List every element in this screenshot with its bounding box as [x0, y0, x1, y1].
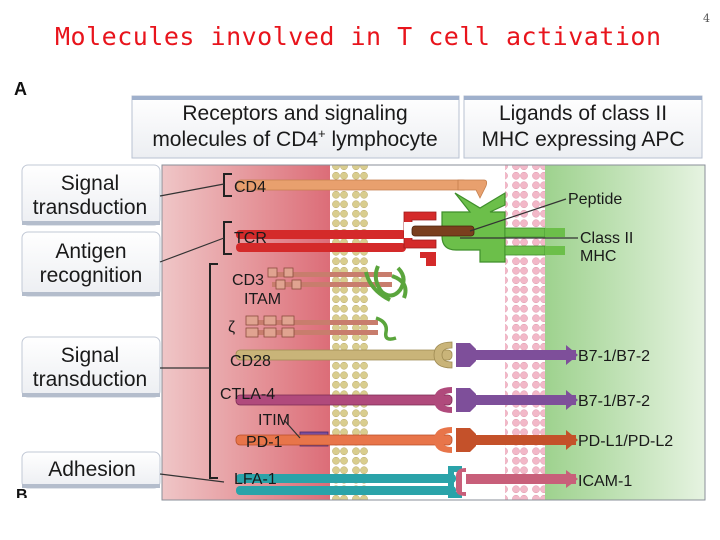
- side-label-signal-transduction-1: Signal transduction: [21, 164, 161, 226]
- label-cd28: CD28: [230, 353, 271, 370]
- side-label-adhesion: Adhesion: [21, 451, 161, 489]
- cd3-molecule: [267, 265, 408, 302]
- label-class-ii: Class II: [580, 230, 633, 247]
- cd28-b7-pair: [235, 341, 578, 369]
- lfa1-icam1-pair: [236, 466, 578, 498]
- svg-text:Signal: Signal: [61, 344, 119, 367]
- label-b7-2: B7-1/B7-2: [578, 393, 650, 410]
- next-panel-letter: B: [16, 488, 28, 498]
- header-left-line1: Receptors and signaling: [182, 102, 407, 125]
- connector-lines: [159, 183, 578, 483]
- panel-letter: A: [14, 79, 27, 99]
- ctla4-b7-pair: [235, 387, 578, 413]
- side-label-antigen-recognition: Antigen recognition: [21, 231, 161, 297]
- label-pdl: PD-L1/PD-L2: [578, 433, 673, 450]
- apc-membrane: [505, 165, 545, 500]
- svg-text:transduction: transduction: [33, 196, 147, 219]
- svg-text:transduction: transduction: [33, 368, 147, 391]
- label-peptide: Peptide: [568, 191, 622, 208]
- header-receptors: Receptors and signaling molecules of CD4…: [131, 95, 460, 159]
- header-left-line2: molecules of CD4+ lymphocyte: [152, 126, 437, 151]
- peptide: [411, 225, 475, 237]
- svg-text:Adhesion: Adhesion: [48, 458, 136, 481]
- header-right-line1: Ligands of class II: [499, 102, 667, 125]
- label-mhc: MHC: [580, 248, 616, 265]
- label-lfa1: LFA-1: [234, 471, 277, 488]
- label-zeta: ζ: [228, 319, 235, 336]
- label-b7-1: B7-1/B7-2: [578, 348, 650, 365]
- label-cd4: CD4: [234, 179, 266, 196]
- header-right-line2: MHC expressing APC: [481, 128, 684, 151]
- label-pd1: PD-1: [246, 434, 283, 451]
- label-icam1: ICAM-1: [578, 473, 632, 490]
- label-itim: ITIM: [258, 412, 290, 429]
- svg-text:Signal: Signal: [61, 172, 119, 195]
- svg-text:recognition: recognition: [40, 264, 143, 287]
- cd4-molecule: [235, 179, 488, 199]
- pd1-pdl-pair: [235, 427, 578, 453]
- header-ligands: Ligands of class II MHC expressing APC: [463, 95, 703, 159]
- label-tcr: TCR: [234, 230, 267, 247]
- svg-text:Antigen: Antigen: [55, 240, 126, 263]
- side-label-signal-transduction-2: Signal transduction: [21, 336, 161, 398]
- label-ctla4: CTLA-4: [220, 386, 275, 403]
- zeta-chain: [245, 315, 397, 341]
- label-cd3: CD3: [232, 272, 264, 289]
- slide-title: Molecules involved in T cell activation: [55, 22, 662, 51]
- page-number: 4: [703, 12, 710, 25]
- label-itam: ITAM: [244, 291, 281, 308]
